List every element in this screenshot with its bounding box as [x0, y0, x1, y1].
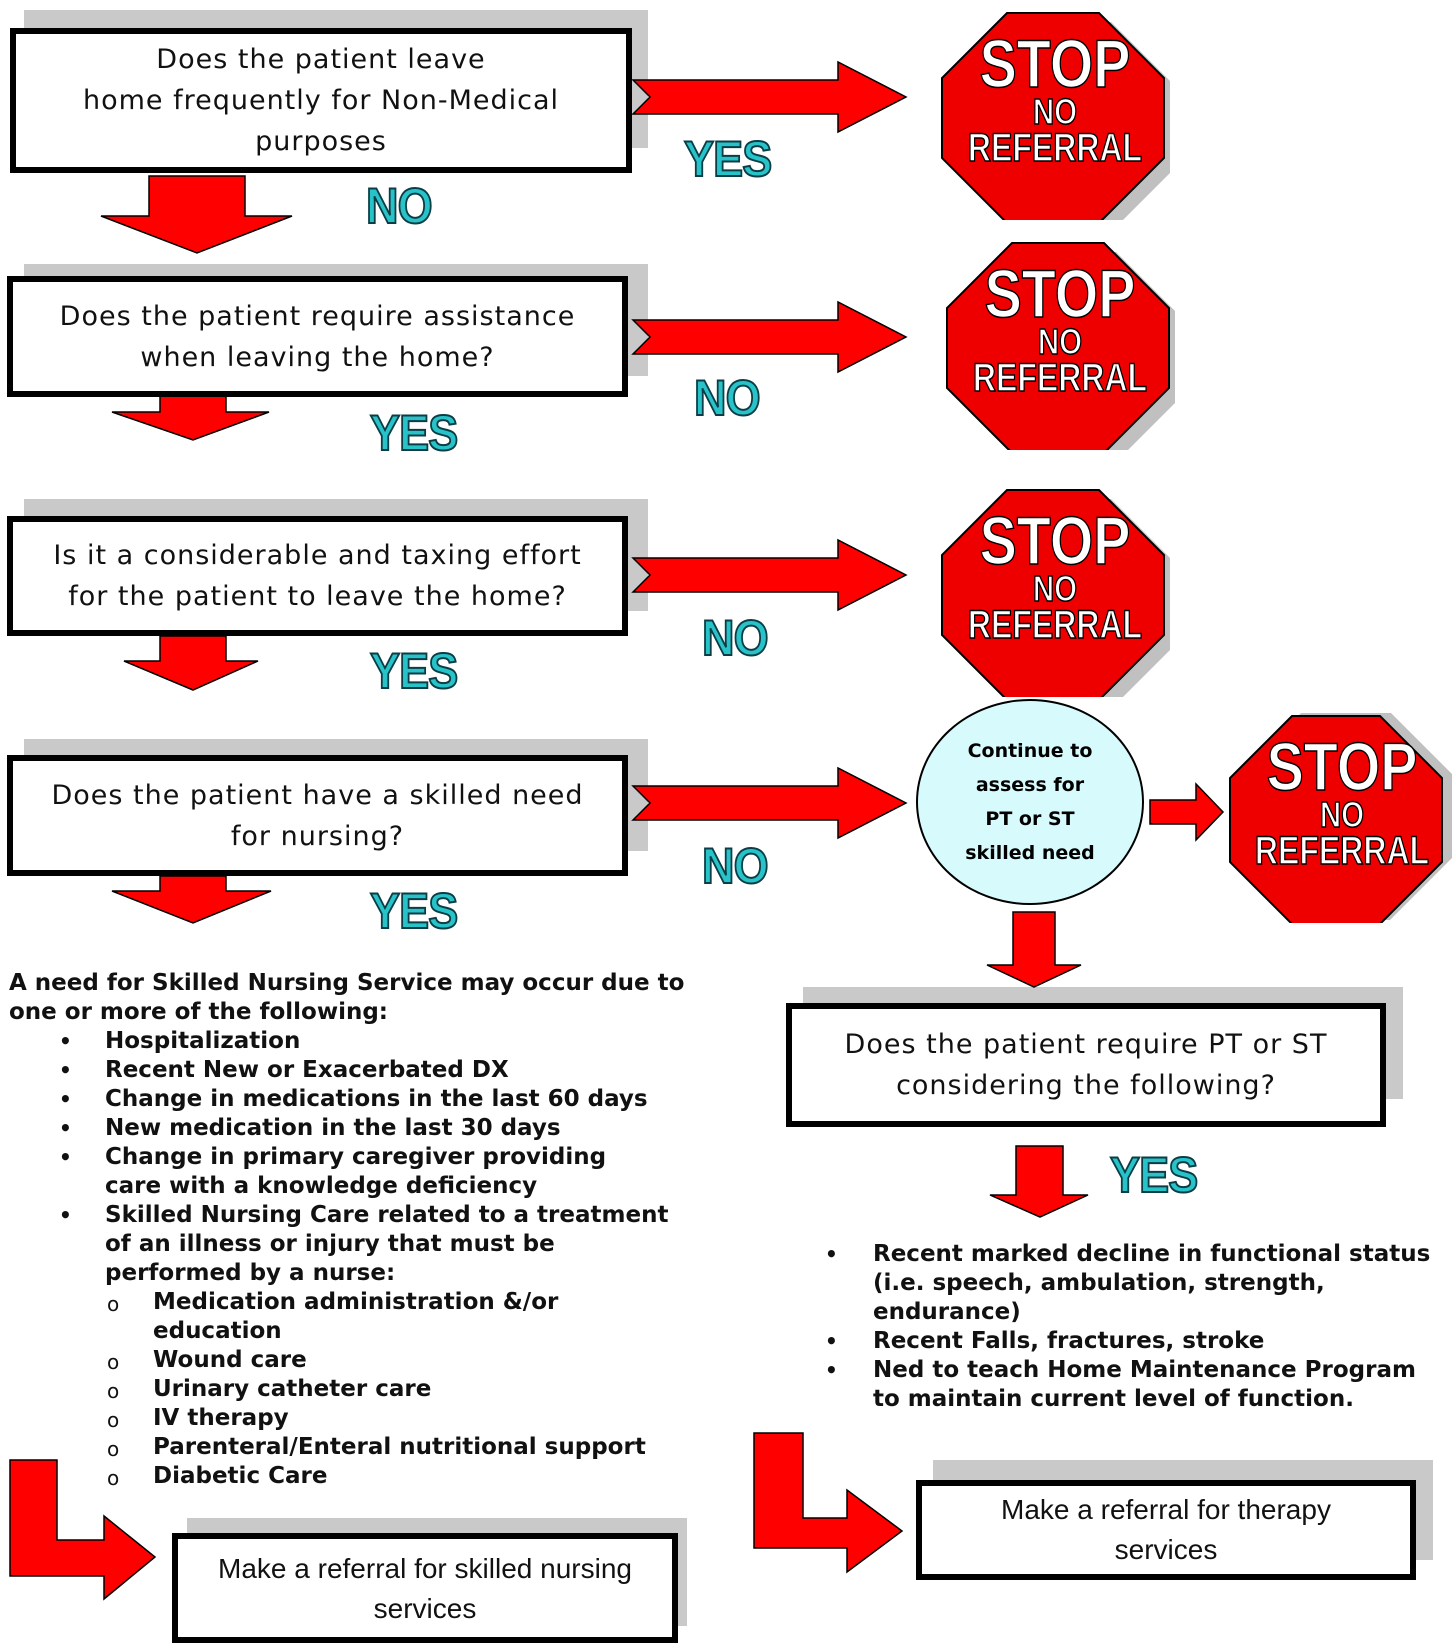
- q5-box: Does the patient require PT or ST consid…: [786, 1003, 1386, 1127]
- q2-down-arrow: [111, 389, 270, 441]
- stop-referral-word: REFERRAL: [1254, 829, 1430, 873]
- q5-text: Does the patient require PT or ST consid…: [844, 1029, 1328, 1101]
- q1-down-arrow: [100, 175, 293, 254]
- nursing-item: • Hospitalization: [59, 1028, 301, 1054]
- stop-sign-1: STOP NO REFERRAL: [940, 10, 1170, 220]
- stop-word: STOP: [979, 503, 1131, 579]
- nursing-subitem: o Urinary catheter care: [105, 1375, 705, 1404]
- bullet-icon: •: [59, 1145, 72, 1169]
- nursing-subitem: o Parenteral/Enteral nutritional support: [105, 1433, 705, 1462]
- q3-right-arrow: [631, 538, 908, 612]
- therapy-item: • Recent marked decline in functional st…: [825, 1241, 1431, 1325]
- nursing-subitem: o Wound care: [105, 1346, 705, 1375]
- stop-octagon-icon: [941, 12, 1170, 220]
- q3-down-answer: YES: [369, 643, 459, 699]
- nursing-criteria-list: • Hospitalization • Recent New or Exacer…: [57, 1027, 697, 1288]
- nursing-referral-text: Make a referral for skilled nursing serv…: [218, 1553, 632, 1624]
- stop-sign-3: STOP NO REFERRAL: [940, 487, 1170, 697]
- q4-right-arrow: [631, 766, 908, 840]
- nursing-referral-box: Make a referral for skilled nursing serv…: [172, 1533, 678, 1643]
- therapy-criteria-list: • Recent marked decline in functional st…: [823, 1240, 1455, 1414]
- stop-octagon-icon: [946, 242, 1175, 450]
- stop-word: STOP: [984, 256, 1136, 332]
- stop-no-word: NO: [1037, 321, 1083, 362]
- nursing-subitem: o Diabetic Care: [105, 1462, 705, 1491]
- bullet-icon: •: [59, 1029, 72, 1053]
- bullet-icon: •: [825, 1242, 838, 1266]
- q5-down-answer: YES: [1109, 1147, 1199, 1203]
- bullet-icon: •: [59, 1087, 72, 1111]
- q1-right-arrow: [631, 60, 908, 134]
- sub-bullet-icon: o: [107, 1350, 120, 1374]
- q2-box: Does the patient require assistance when…: [7, 276, 628, 397]
- q1-text: Does the patient leave home frequently f…: [82, 44, 560, 157]
- stop-sign-2: STOP NO REFERRAL: [945, 240, 1175, 450]
- therapy-referral-box: Make a referral for therapy services: [916, 1480, 1416, 1580]
- oval-to-stop-arrow: [1149, 782, 1225, 842]
- therapy-referral-arrow: [753, 1432, 904, 1574]
- q1-right-answer: YES: [683, 131, 773, 187]
- therapy-referral-text: Make a referral for therapy services: [1001, 1494, 1331, 1565]
- sub-bullet-icon: o: [107, 1408, 120, 1432]
- q3-text: Is it a considerable and taxing effort f…: [53, 540, 582, 612]
- sub-bullet-icon: o: [107, 1437, 120, 1461]
- continue-assess-oval: Continue to assess for PT or ST skilled …: [916, 699, 1144, 905]
- q1-box: Does the patient leave home frequently f…: [10, 28, 632, 173]
- sub-bullet-icon: o: [107, 1292, 120, 1316]
- q2-right-answer: NO: [693, 370, 761, 426]
- bullet-icon: •: [825, 1358, 838, 1382]
- stop-no-word: NO: [1032, 568, 1078, 609]
- stop-referral-word: REFERRAL: [967, 126, 1143, 170]
- nursing-item: • New medication in the last 30 days: [59, 1115, 561, 1141]
- nursing-intro: A need for Skilled Nursing Service may o…: [9, 970, 685, 1025]
- q4-down-answer: YES: [369, 883, 459, 939]
- nursing-subitem: o Medication administration &/or educati…: [107, 1289, 559, 1344]
- bullet-icon: •: [825, 1329, 838, 1353]
- continue-assess-text: Continue to assess for PT or ST skilled …: [965, 740, 1095, 864]
- q4-box: Does the patient have a skilled need for…: [7, 755, 628, 876]
- stop-sign-4: STOP NO REFERRAL: [1227, 713, 1455, 923]
- nursing-referral-arrow: [9, 1459, 157, 1601]
- sub-bullet-icon: o: [107, 1379, 120, 1403]
- sub-bullet-icon: o: [107, 1466, 120, 1490]
- stop-octagon-icon: [941, 489, 1170, 697]
- oval-down-arrow: [986, 911, 1082, 988]
- therapy-item: • Recent Falls, fractures, stroke: [825, 1328, 1265, 1354]
- nursing-item: • Change in medications in the last 60 d…: [59, 1086, 648, 1112]
- q3-right-answer: NO: [701, 610, 769, 666]
- q2-text: Does the patient require assistance when…: [59, 300, 576, 373]
- bullet-icon: •: [59, 1203, 72, 1227]
- nursing-subcriteria-list: o Medication administration &/or educati…: [105, 1288, 705, 1491]
- nursing-item: • Recent New or Exacerbated DX: [59, 1057, 509, 1083]
- q4-down-arrow: [111, 875, 272, 924]
- q3-box: Is it a considerable and taxing effort f…: [7, 516, 628, 636]
- stop-word: STOP: [1266, 729, 1418, 805]
- q2-right-arrow: [631, 300, 908, 374]
- q3-down-arrow: [123, 635, 259, 691]
- nursing-item: • Change in primary caregiver providing …: [59, 1144, 607, 1199]
- bullet-icon: •: [59, 1116, 72, 1140]
- stop-no-word: NO: [1032, 91, 1078, 132]
- nursing-subitem: o IV therapy: [105, 1404, 705, 1433]
- stop-word: STOP: [979, 26, 1131, 102]
- stop-referral-word: REFERRAL: [967, 603, 1143, 647]
- q1-down-answer: NO: [365, 178, 433, 234]
- bullet-icon: •: [59, 1058, 72, 1082]
- stop-referral-word: REFERRAL: [972, 356, 1148, 400]
- q5-down-arrow: [989, 1145, 1089, 1218]
- q2-down-answer: YES: [369, 405, 459, 461]
- therapy-item: • Ned to teach Home Maintenance Program …: [825, 1357, 1416, 1412]
- q4-text: Does the patient have a skilled need for…: [51, 779, 584, 852]
- stop-octagon-icon: [1229, 713, 1452, 923]
- q4-right-answer: NO: [701, 838, 769, 894]
- stop-no-word: NO: [1319, 794, 1365, 835]
- nursing-item: • Skilled Nursing Care related to a trea…: [59, 1202, 669, 1286]
